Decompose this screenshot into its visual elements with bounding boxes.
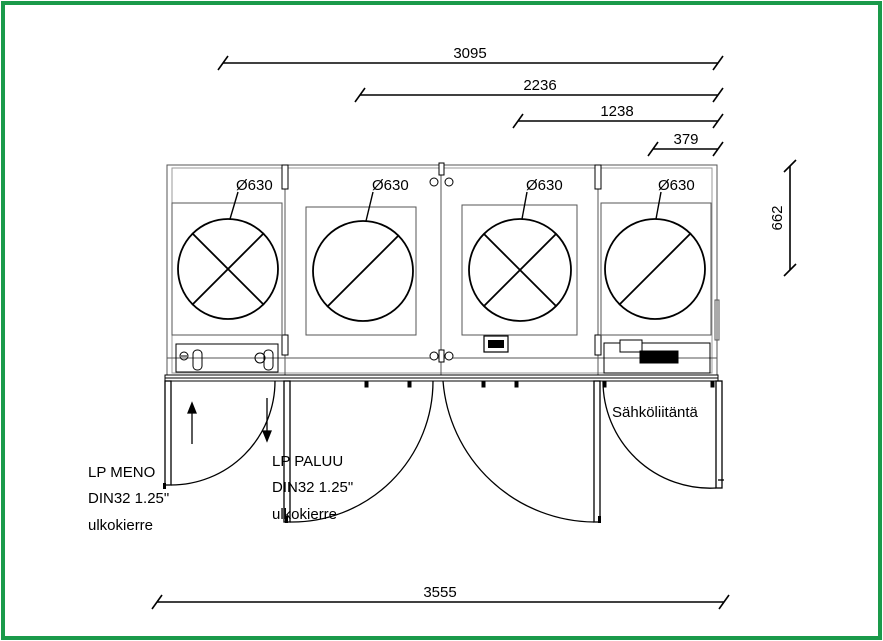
label-lp-meno-line3: ulkokierre <box>88 517 153 534</box>
fan-4-diameter: Ø630 <box>658 177 695 194</box>
fan-2 <box>305 191 417 336</box>
fan-2-diameter: Ø630 <box>372 177 409 194</box>
section-joints <box>281 162 602 363</box>
door-1 <box>164 380 276 486</box>
fan-3 <box>461 191 578 353</box>
label-lp-meno-line1: LP MENO <box>88 464 155 481</box>
dimension-379 <box>647 141 724 157</box>
door-2 <box>283 380 434 523</box>
dimension-3095 <box>217 55 724 71</box>
dimension-662 <box>783 159 797 277</box>
label-lp-paluu-line2: DIN32 1.25" <box>272 479 353 496</box>
dimension-label-3095: 3095 <box>453 45 486 62</box>
door-3 <box>442 380 601 523</box>
label-lp-meno-line2: DIN32 1.25" <box>88 490 169 507</box>
label-lp-paluu-line1: LP PALUU <box>272 453 343 470</box>
fan-1 <box>171 191 283 336</box>
dimension-label-379: 379 <box>673 131 698 148</box>
dimension-1238 <box>512 113 724 129</box>
electrical-box <box>603 339 711 374</box>
fan-4 <box>600 191 712 336</box>
label-sahkoliitanta: Sähköliitäntä <box>612 404 699 421</box>
fan-1-diameter: Ø630 <box>236 177 273 194</box>
label-lp-paluu-line3: ulkokierre <box>272 506 337 523</box>
flow-arrow-down <box>262 398 272 443</box>
dimension-label-2236: 2236 <box>523 77 556 94</box>
base-rail <box>164 374 719 388</box>
pipe-connection-box <box>175 343 279 373</box>
door-hinges <box>163 483 601 523</box>
flow-arrow-up <box>187 401 197 444</box>
dimension-2236 <box>354 87 724 103</box>
dimension-label-3555: 3555 <box>423 584 456 601</box>
dimension-label-662: 662 <box>769 205 786 230</box>
fan-3-diameter: Ø630 <box>526 177 563 194</box>
dimension-label-1238: 1238 <box>600 103 633 120</box>
dimension-3555 <box>151 594 730 610</box>
door-4 <box>602 380 724 489</box>
